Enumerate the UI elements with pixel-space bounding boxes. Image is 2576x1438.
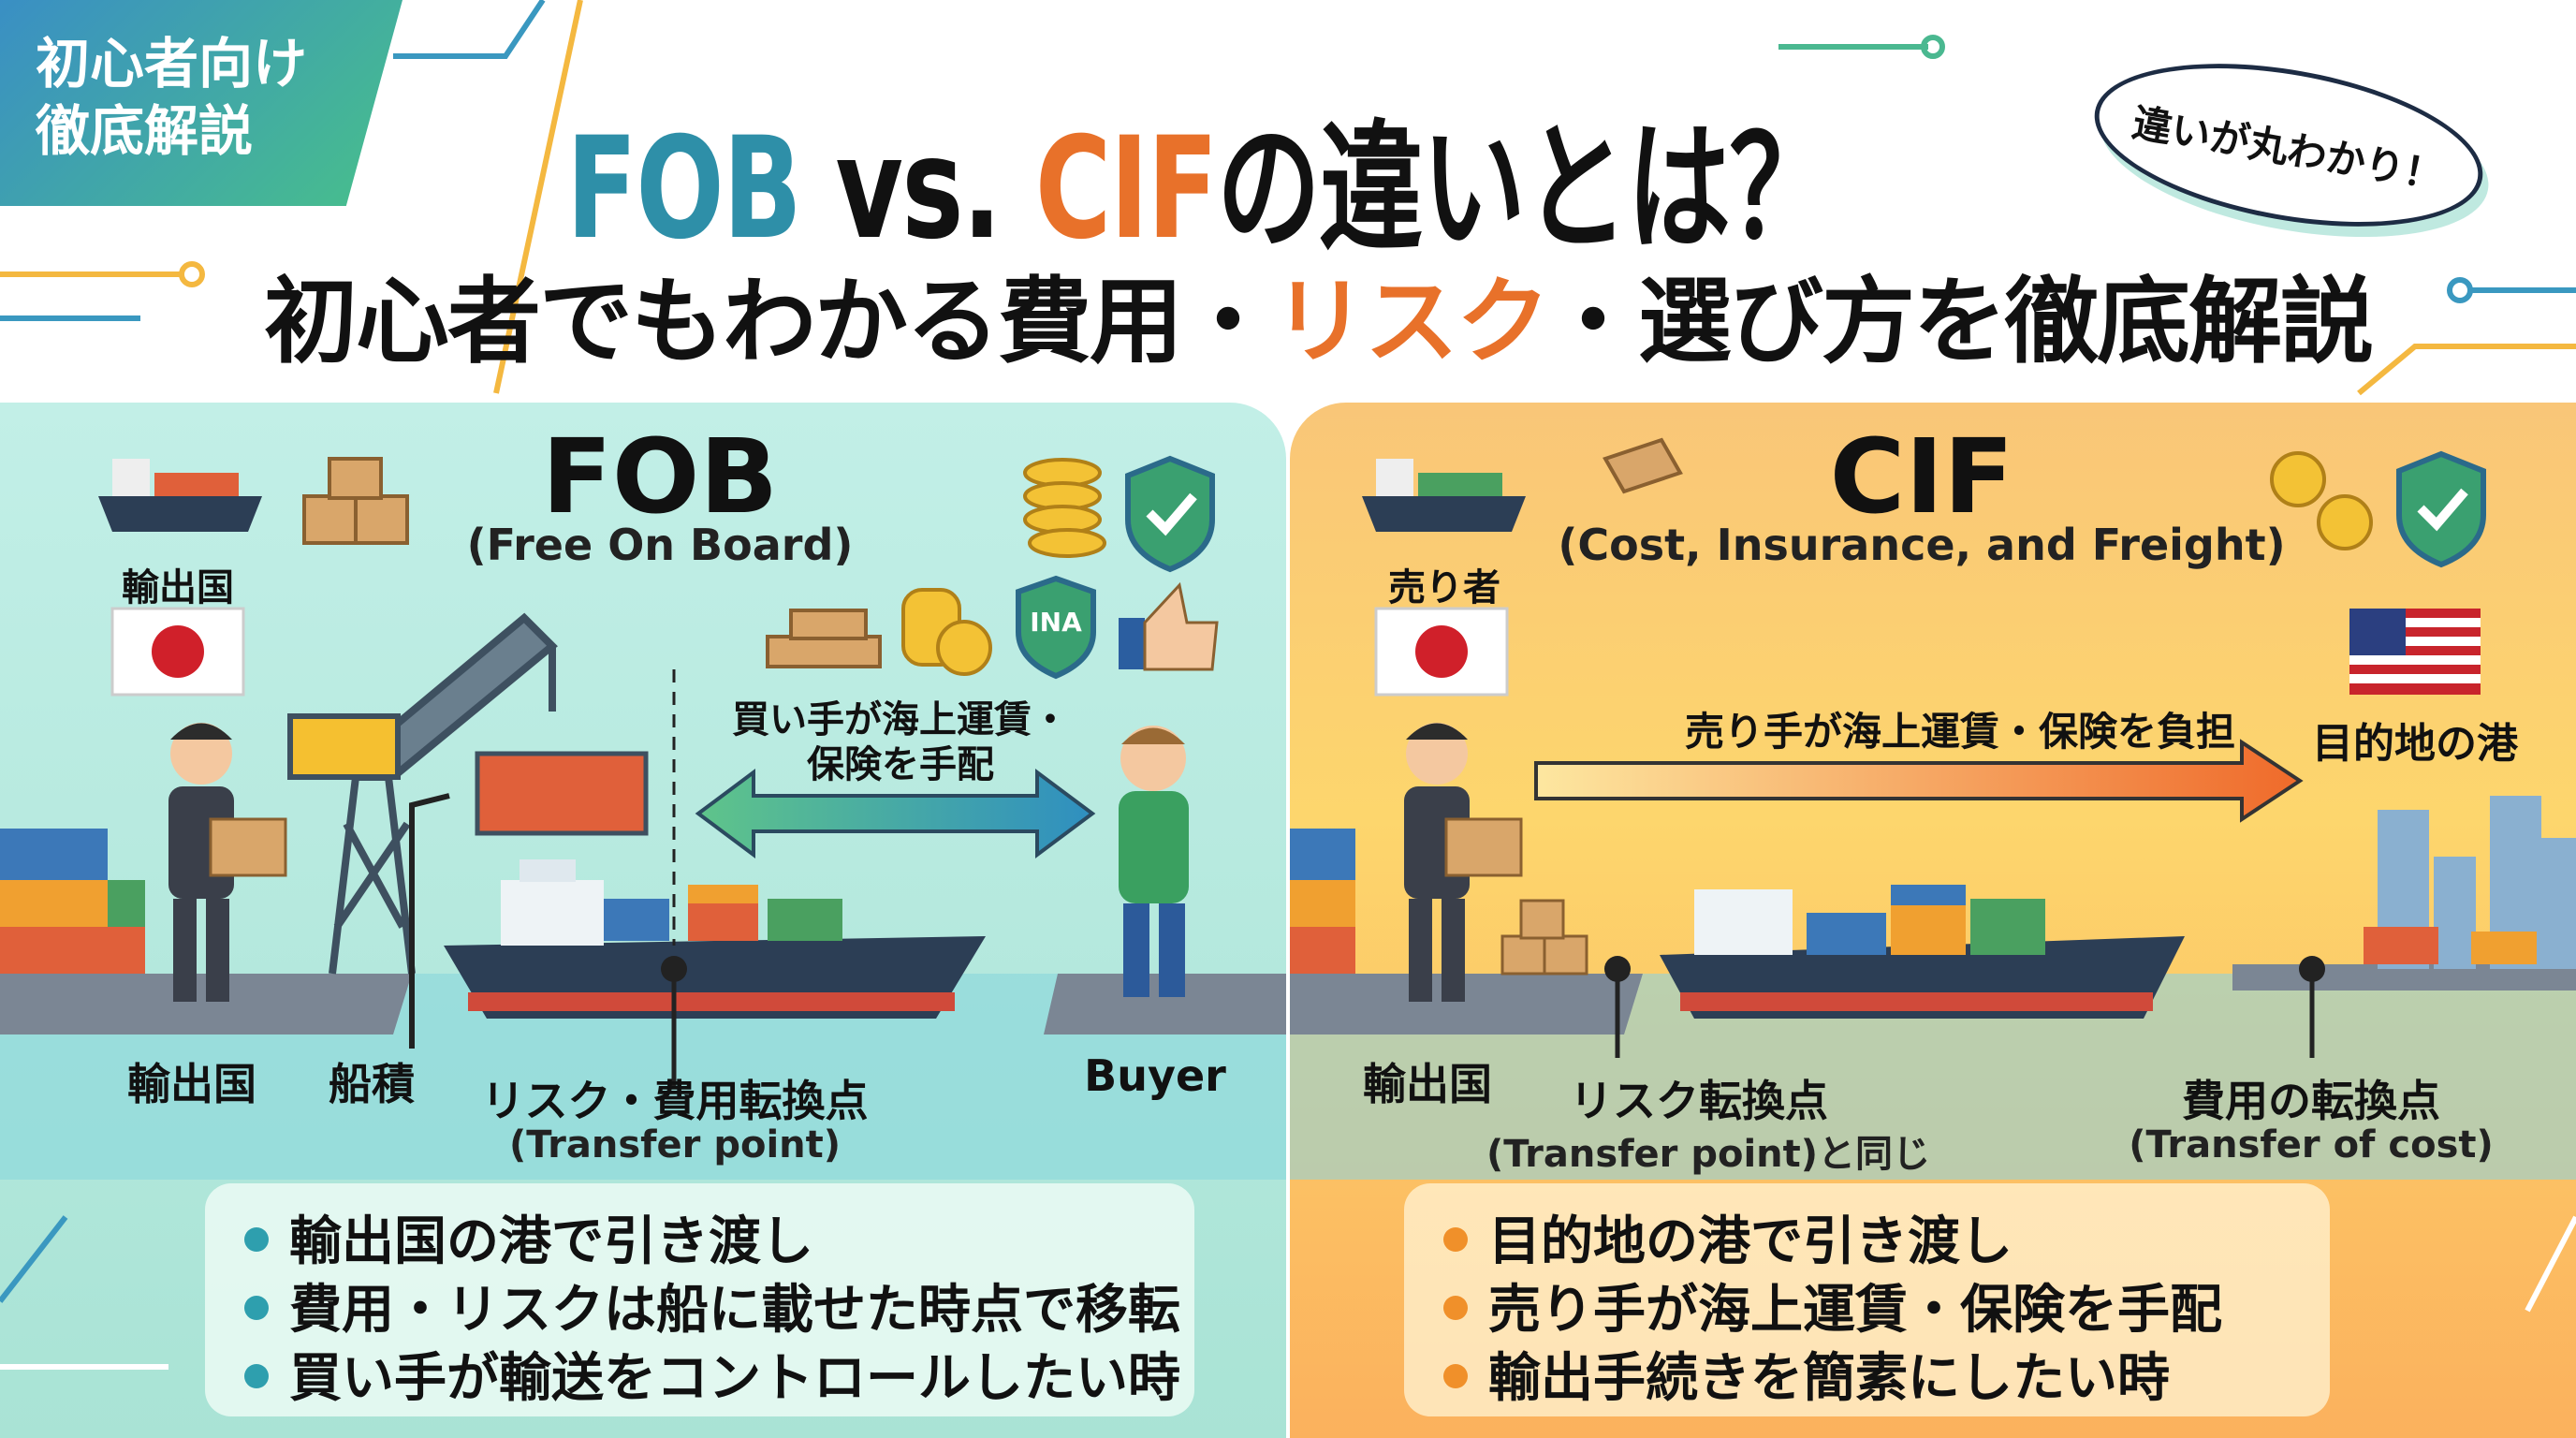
fob-origin-label: 輸出国 xyxy=(122,566,234,609)
dock-buyer xyxy=(1044,974,1286,1034)
title-fob: FOB xyxy=(566,108,802,271)
subtitle-part-1: 初心者でもわかる費用・ xyxy=(264,267,1275,376)
label-loading: 船積 xyxy=(329,1059,415,1109)
bullet-text: 費用・リスクは船に載せた時点で移転 xyxy=(289,1280,1180,1341)
transfer-pin-fob xyxy=(661,956,687,1086)
arrange-note-line-2: 保険を手配 xyxy=(807,743,994,786)
seller-person-fob xyxy=(168,723,287,1002)
cargo-ship-fob xyxy=(444,859,986,1019)
fob-heading: FOB xyxy=(541,417,779,536)
cif-summary-box: 目的地の港で引き渡し 売り手が海上運賃・保険を手配 輸出手続きを簡素にしたい時 xyxy=(1404,1183,2330,1416)
label-origin-cif: 輸出国 xyxy=(1363,1059,1492,1109)
money-coins-icon xyxy=(901,588,992,676)
cargo-ship-cif xyxy=(1660,885,2185,1019)
label-origin-fob: 輸出国 xyxy=(127,1059,256,1109)
shield-check-fob-icon xyxy=(1125,455,1215,573)
bullet-text: 輸出国の港で引き渡し xyxy=(289,1211,813,1272)
label-risk-transfer-en: (Transfer point)と同じ xyxy=(1486,1133,1931,1176)
crane-cab xyxy=(287,713,401,780)
label-transfer-point: リスク・費用転換点 xyxy=(481,1076,869,1126)
bullet-text: 買い手が輸送をコントロールしたい時 xyxy=(289,1348,1180,1409)
cif-heading: CIF xyxy=(1829,417,2014,536)
coins-icon xyxy=(1023,458,1106,558)
dock-origin-fob xyxy=(0,974,412,1034)
cif-bullet: 輸出手続きを簡素にしたい時 xyxy=(1443,1344,2330,1413)
arrow-cif xyxy=(1534,739,2304,823)
loading-arrow xyxy=(409,793,450,1049)
small-ship-cif-icon xyxy=(1362,459,1526,532)
subtitle-part-2: ・選び方を徹底解説 xyxy=(1546,267,2374,376)
crane-icon xyxy=(329,612,558,975)
bullet-dot-icon xyxy=(244,1295,269,1320)
fob-bullet: 費用・リスクは船に載せた時点で移転 xyxy=(244,1276,1194,1344)
cif-seller-label: 売り者 xyxy=(1388,566,1500,609)
bullet-text: 売り手が海上運賃・保険を手配 xyxy=(1488,1280,2222,1341)
container-stack-cif xyxy=(1290,829,1355,974)
cif-subheading: (Cost, Insurance, and Freight) xyxy=(1558,520,2286,570)
bullet-dot-icon xyxy=(1443,1295,1468,1320)
badge-line-1: 初心者向け xyxy=(36,32,308,95)
title-cif: CIF xyxy=(1034,108,1219,271)
label-transfer-point-en: (Transfer point) xyxy=(508,1123,842,1167)
bullet-dot-icon xyxy=(1443,1363,1468,1388)
beginner-badge: 初心者向け 徹底解説 xyxy=(0,0,402,206)
fob-summary-box: 輸出国の港で引き渡し 費用・リスクは船に載せた時点で移転 買い手が輸送をコントロ… xyxy=(205,1183,1194,1416)
gold-bars-icon xyxy=(766,609,882,668)
cif-bullet: 売り手が海上運賃・保険を手配 xyxy=(1443,1276,2330,1344)
us-flag-icon xyxy=(2349,609,2481,695)
bullet-dot-icon xyxy=(244,1226,269,1252)
title-rest: の違いとは？ xyxy=(1216,108,1834,271)
label-buyer: Buyer xyxy=(1084,1050,1226,1101)
stacked-boxes-cif xyxy=(1500,899,1588,976)
japan-flag-fob-icon xyxy=(110,607,245,697)
cost-pin-cif xyxy=(2299,956,2325,1058)
japan-flag-cif-icon xyxy=(1374,607,1509,697)
cif-arrow-note: 売り手が海上運賃・保険を負担 xyxy=(1684,709,2236,755)
subtitle-highlight: リスク xyxy=(1273,267,1548,376)
bullet-text: 輸出手続きを簡素にしたい時 xyxy=(1488,1348,2170,1409)
fob-arrange-note: 買い手が海上運賃・保険を手配 xyxy=(732,697,1069,787)
thumbs-up-icon xyxy=(1119,581,1219,671)
city-skyline xyxy=(2364,796,2576,969)
shield-check-cif-icon xyxy=(2396,450,2486,568)
fob-subheading: (Free On Board) xyxy=(466,520,854,570)
page-subtitle: 初心者でもわかる費用・リスク・選び方を徹底解説 xyxy=(264,245,2374,381)
cif-bullet: 目的地の港で引き渡し xyxy=(1443,1208,2330,1276)
box-icon xyxy=(1603,437,1683,494)
insurance-shield-text: INA xyxy=(1030,607,1082,638)
seller-person-cif xyxy=(1404,723,1523,1002)
bullet-text: 目的地の港で引き渡し xyxy=(1488,1211,2012,1272)
dollar-coins-icon xyxy=(2270,451,2373,550)
container-stack-fob xyxy=(0,829,145,974)
buyer-person xyxy=(1119,726,1189,997)
double-arrow-fob xyxy=(695,769,1096,858)
label-cost-transfer-en: (Transfer of cost) xyxy=(2129,1123,2494,1167)
fob-bullet: 輸出国の港で引き渡し xyxy=(244,1208,1194,1276)
small-ship-fob-icon xyxy=(98,459,262,532)
boxes-icon xyxy=(302,457,409,545)
bullet-dot-icon xyxy=(1443,1226,1468,1252)
cif-destination-label: 目的地の港 xyxy=(2312,720,2518,768)
page-title: FOB vs. CIFの違いとは？ xyxy=(566,75,1834,278)
fob-bullet: 買い手が輸送をコントロールしたい時 xyxy=(244,1344,1194,1413)
hanging-container xyxy=(475,751,649,836)
risk-pin-cif xyxy=(1604,956,1631,1058)
label-cost-transfer: 費用の転換点 xyxy=(2182,1076,2440,1126)
dock-origin-cif xyxy=(1290,974,1643,1034)
title-vs: vs. xyxy=(800,108,1035,271)
insurance-shield-icon xyxy=(1016,575,1096,680)
label-risk-transfer: リスク転換点 xyxy=(1570,1076,1828,1126)
decorative-lines xyxy=(0,0,2576,1303)
bullet-dot-icon xyxy=(244,1363,269,1388)
badge-line-2: 徹底解説 xyxy=(36,99,254,163)
arrange-note-line-1: 買い手が海上運賃・ xyxy=(732,698,1069,741)
